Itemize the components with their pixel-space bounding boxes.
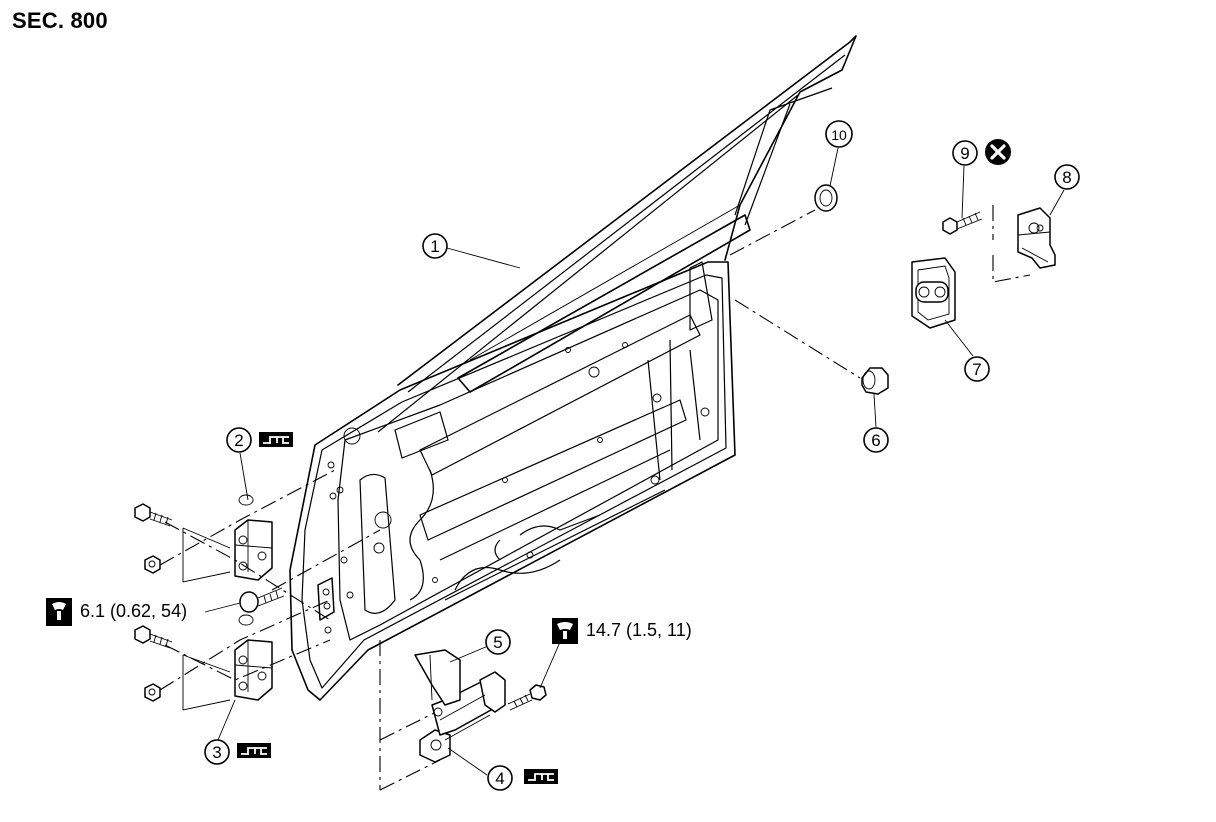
callout-7: 7 <box>964 356 990 382</box>
callout-1-label: 1 <box>430 237 439 256</box>
callout-10-label: 10 <box>831 127 847 143</box>
callout-6: 6 <box>863 427 889 453</box>
callout-8-label: 8 <box>1062 168 1071 187</box>
callout-5: 5 <box>485 629 511 655</box>
check-link-bolt-torque-spec: 14.7 (1.5, 11) <box>586 620 692 640</box>
check-link-cover <box>414 649 461 706</box>
torque-wrench-icon <box>46 598 72 626</box>
callout-3-label: 3 <box>212 743 221 762</box>
callout-1: 1 <box>422 233 448 259</box>
body-grease-icon <box>237 743 271 758</box>
check-link-bolt <box>507 684 547 711</box>
callout-9-label: 9 <box>960 144 969 163</box>
body-grease-icon <box>524 769 558 784</box>
section-label: SEC. 800 <box>12 8 108 33</box>
callout-9: 9 <box>952 140 978 166</box>
hinge-bolts <box>134 503 285 702</box>
lower-door-hinge <box>234 614 273 701</box>
body-grease-icon <box>259 432 293 447</box>
callout-4: 4 <box>487 765 513 791</box>
callout-2-label: 2 <box>234 431 243 450</box>
front-door-panel <box>289 35 857 701</box>
door-check-link <box>419 671 506 763</box>
callout-8: 8 <box>1054 164 1080 190</box>
striker-screw <box>942 211 983 235</box>
callout-6-label: 6 <box>871 431 880 450</box>
door-bumper <box>861 367 889 395</box>
torque-wrench-icon <box>552 618 578 644</box>
callout-3: 3 <box>204 739 230 765</box>
callout-4-label: 4 <box>495 769 504 788</box>
callout-5-label: 5 <box>493 633 502 652</box>
callout-2: 2 <box>226 427 252 453</box>
callout-10: 10 <box>825 120 853 148</box>
door-striker <box>1017 207 1056 269</box>
grommet <box>814 184 838 212</box>
striker-cover <box>911 257 956 329</box>
upper-door-hinge <box>234 494 273 581</box>
callout-7-label: 7 <box>972 360 981 379</box>
do-not-reuse-icon <box>985 139 1011 165</box>
hinge-bolt-torque-spec: 6.1 (0.62, 54) <box>80 601 188 621</box>
